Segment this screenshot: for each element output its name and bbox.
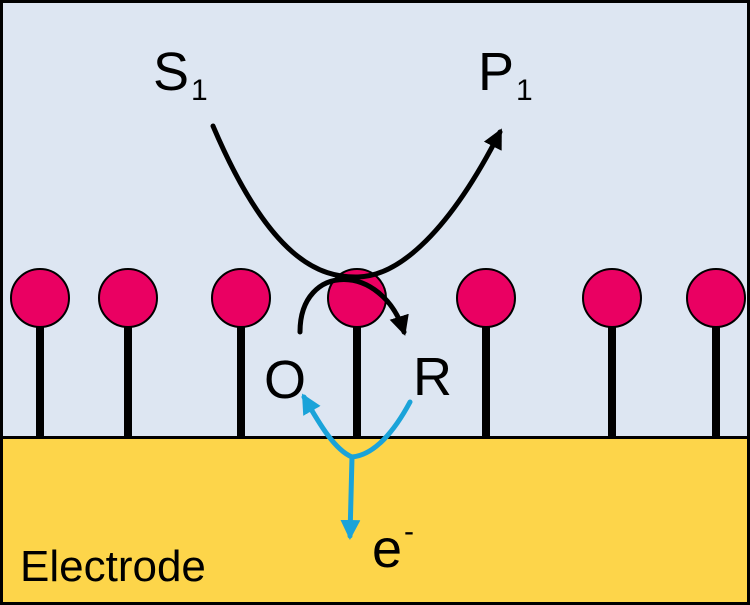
electron-release-arrow — [340, 454, 361, 540]
substrate-to-product-arrow — [210, 123, 503, 280]
molecule-head — [211, 268, 271, 328]
molecule-head — [98, 268, 158, 328]
molecule — [327, 268, 387, 437]
molecule — [98, 268, 158, 437]
molecule — [10, 268, 70, 437]
electrode-label: Electrode — [20, 542, 206, 591]
molecule-head — [686, 268, 746, 328]
molecule — [211, 268, 271, 437]
molecule — [686, 268, 746, 437]
product-label: P1 — [478, 42, 533, 107]
molecule — [456, 268, 516, 437]
molecule-head — [456, 268, 516, 328]
molecule — [582, 268, 642, 437]
oxidized-label: O — [264, 350, 306, 410]
molecule-head — [582, 268, 642, 328]
solution-region — [0, 0, 750, 439]
oxidized-to-reduced-arrow — [297, 277, 409, 336]
reduced-label: R — [413, 347, 452, 407]
surface-molecules — [10, 268, 746, 437]
electrode-region — [0, 436, 750, 605]
substrate-label: S1 — [153, 42, 208, 107]
electron-label: e- — [372, 515, 414, 579]
molecule-head — [10, 268, 70, 328]
